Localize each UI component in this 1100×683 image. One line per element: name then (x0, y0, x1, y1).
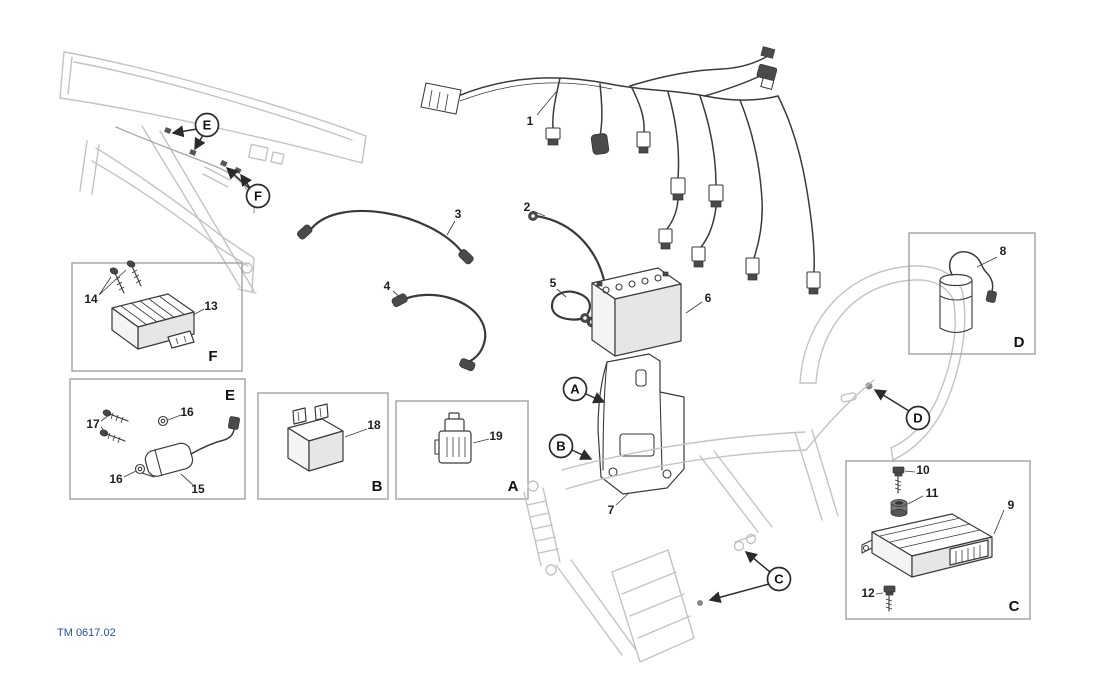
callout-d-letter: D (913, 411, 922, 426)
callout-b: B (548, 433, 593, 460)
part-label-19: 19 (489, 429, 503, 443)
ecu-part-9 (861, 513, 993, 578)
callout-e-letter: E (203, 118, 212, 133)
fender-mount-hole (865, 382, 873, 390)
frame-outline-top-left (59, 51, 367, 294)
rear-fender-outline (799, 265, 966, 461)
harness-main-connector (420, 82, 462, 115)
bracket-part-7: 7 (597, 353, 685, 517)
callout-f-letter: F (254, 189, 262, 204)
part-label-12: 12 (861, 586, 875, 600)
part-label-6: 6 (705, 291, 712, 305)
frame-outline-bottom (523, 379, 875, 663)
part-label-18: 18 (367, 418, 381, 432)
nut-part-16-lower (134, 463, 146, 475)
harness-run-on-frame (115, 126, 255, 214)
part-label-16-upper: 16 (180, 405, 194, 419)
bolt-part-12 (883, 585, 896, 612)
callout-d-arrow (873, 389, 910, 412)
part-label-4: 4 (384, 279, 391, 293)
harness-boot (590, 133, 610, 155)
section-label-d: D (1014, 334, 1025, 351)
section-label-b: B (372, 478, 383, 495)
grommet-part-11 (890, 499, 908, 517)
callout-e: E (171, 112, 220, 151)
harness-clip (220, 159, 228, 167)
screws-part-17 (99, 409, 129, 444)
part-label-1: 1 (527, 114, 534, 128)
callout-b-arrow (571, 449, 593, 460)
part-label-15: 15 (191, 482, 205, 496)
detail-box-e: 17 16 16 15 E (69, 378, 246, 500)
part-label-10: 10 (916, 463, 930, 477)
detail-box-c: 10 11 9 12 C (845, 460, 1031, 620)
doc-code: TM 0617.02 (57, 627, 116, 639)
callout-e-arrow (171, 125, 198, 138)
ignition-coil-part-15 (141, 416, 240, 478)
battery-caps (596, 271, 669, 294)
section-label-a: A (508, 478, 519, 495)
callout-b-letter: B (556, 439, 565, 454)
regulator-part-13 (111, 293, 195, 350)
part-label-16-lower: 16 (109, 472, 123, 486)
part-label-8: 8 (1000, 244, 1007, 258)
nut-part-16-upper (157, 415, 169, 427)
part-label-2: 2 (524, 200, 531, 214)
part-label-5: 5 (550, 276, 557, 290)
part-label-13: 13 (204, 299, 218, 313)
callout-a-arrow (585, 392, 606, 404)
detail-box-d: 8 D (908, 232, 1036, 355)
part-label-17: 17 (86, 417, 100, 431)
callout-f: F (225, 166, 271, 209)
callout-c-arrow (708, 583, 770, 604)
section-label-e: E (225, 387, 235, 404)
harness-clip (234, 166, 242, 174)
callout-a: A (562, 376, 606, 404)
part-label-7: 7 (608, 503, 615, 517)
section-label-c: C (1009, 598, 1020, 615)
cable-part-3: 3 (297, 207, 474, 265)
cable-part-4: 4 (384, 279, 487, 372)
callout-e-arrow (194, 134, 206, 151)
capacitor-part-8 (939, 251, 997, 334)
detail-box-a: 19 A (395, 400, 529, 500)
cable-part-5: 5 (550, 276, 591, 323)
callout-c: C (708, 551, 792, 604)
part-label-9: 9 (1008, 498, 1015, 512)
relay-part-18 (287, 403, 344, 472)
section-label-f: F (208, 348, 217, 365)
frame-mount-hole (697, 600, 703, 606)
harness-clip (164, 127, 172, 134)
part-label-3: 3 (455, 207, 462, 221)
callout-c-letter: C (774, 572, 784, 587)
harness-clip (189, 149, 197, 156)
wiring-harness-part-1: 1 (420, 46, 821, 295)
detail-box-b: 18 B (257, 392, 389, 500)
part-label-11: 11 (926, 486, 939, 500)
bolt-part-10 (892, 466, 905, 494)
detail-box-f: 14 13 F (71, 260, 243, 372)
battery-part-6: 6 (591, 267, 712, 357)
part-label-14: 14 (84, 292, 98, 306)
screws-part-14 (109, 260, 142, 294)
connector-part-19 (434, 412, 472, 464)
callout-c-arrow (744, 551, 771, 573)
callout-a-letter: A (570, 382, 580, 397)
callout-d: D (873, 389, 931, 431)
